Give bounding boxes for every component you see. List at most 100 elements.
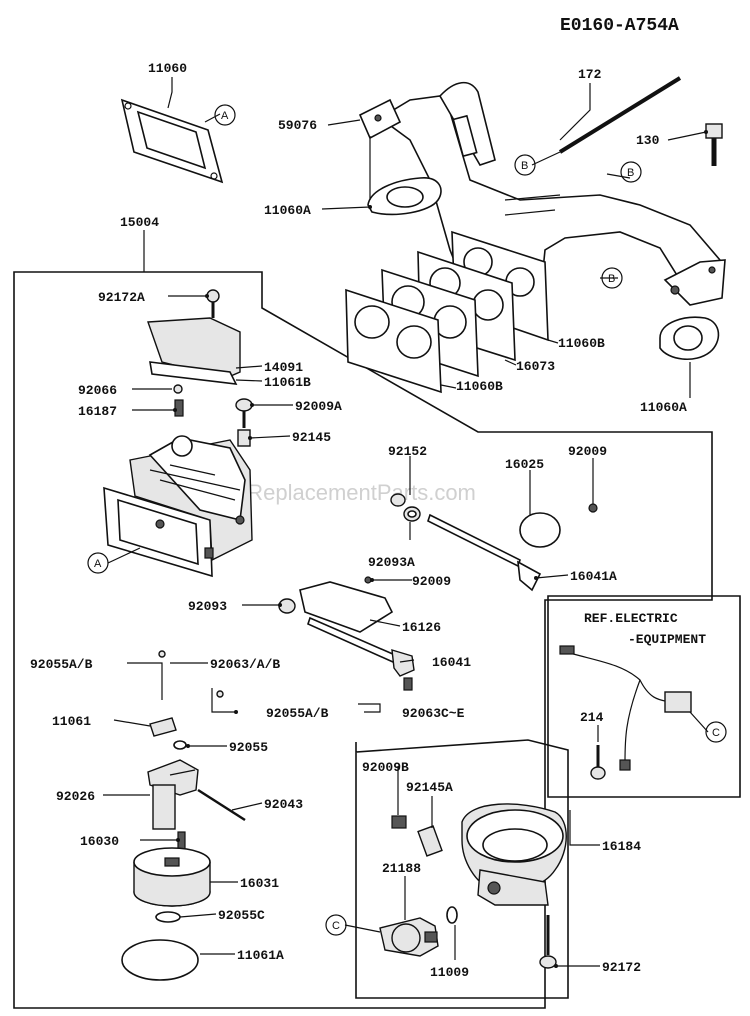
float-bowl-16031 <box>133 847 211 907</box>
label-16041A: 16041A <box>570 569 617 584</box>
cover-14091 <box>147 317 241 385</box>
callout-a-bottom: A <box>87 552 109 574</box>
stud-172 <box>558 76 682 154</box>
label-15004: 15004 <box>120 215 159 230</box>
callout-b-2: B <box>620 161 642 183</box>
label-92172: 92172 <box>602 960 641 975</box>
bushing-92152 <box>390 493 406 507</box>
float-92026 <box>147 759 199 830</box>
screw-92009A <box>235 398 253 428</box>
label-92055: 92055 <box>229 740 268 755</box>
gasket-11061 <box>149 717 177 737</box>
screw-92009-top <box>588 503 598 513</box>
label-11061B: 11061B <box>264 375 311 390</box>
label-14091: 14091 <box>264 360 303 375</box>
label-16073: 16073 <box>516 359 555 374</box>
screw-92063 <box>158 650 166 658</box>
label-11060B-1: 11060B <box>558 336 605 351</box>
label-92009A: 92009A <box>295 399 342 414</box>
ref-equipment-label: -EQUIPMENT <box>628 632 706 647</box>
svg-text:B: B <box>521 160 528 172</box>
leader-arrows <box>173 130 708 968</box>
label-16030: 16030 <box>80 834 119 849</box>
diagram-code: E0160-A754A <box>560 16 679 36</box>
screw-214 <box>590 745 606 780</box>
label-172: 172 <box>578 67 602 82</box>
bushing-92093A <box>403 506 421 522</box>
label-92009B: 92009B <box>362 760 409 775</box>
ring-92066 <box>173 384 183 394</box>
label-11061A: 11061A <box>237 948 284 963</box>
label-16025: 16025 <box>505 457 544 472</box>
leader-lines <box>103 77 709 967</box>
label-11061: 11061 <box>52 714 91 729</box>
label-16187: 16187 <box>78 404 117 419</box>
gasket-11060 <box>120 98 224 184</box>
label-21188: 21188 <box>382 861 421 876</box>
callout-b-1: B <box>514 154 536 176</box>
pin-92043 <box>197 788 246 822</box>
screw-92063CE <box>216 690 224 698</box>
jet-16187 <box>174 399 184 417</box>
valve-plate-16025 <box>519 512 561 548</box>
svg-text:A: A <box>221 110 229 122</box>
throttle-plate-16126 <box>299 581 394 633</box>
label-92172A: 92172A <box>98 290 145 305</box>
label-92063AB: 92063/A/B <box>210 657 280 672</box>
callout-a-top: A <box>214 104 236 126</box>
ref-electric-frame <box>547 595 741 798</box>
screw-92172A <box>206 289 220 318</box>
ring-92055 <box>173 740 187 750</box>
watermark: eReplacementParts.com <box>235 480 476 505</box>
label-92152: 92152 <box>388 444 427 459</box>
gasket-11060A-top <box>367 177 442 216</box>
svg-text:B: B <box>627 167 634 179</box>
label-92055AB-1: 92055A/B <box>30 657 93 672</box>
ref-electric-label: REF.ELECTRIC <box>584 611 678 626</box>
label-92055AB-2: 92055A/B <box>266 706 329 721</box>
label-16126: 16126 <box>402 620 441 635</box>
callout-b-3: B <box>601 267 623 289</box>
label-92093: 92093 <box>188 599 227 614</box>
label-11060A-top: 11060A <box>264 203 311 218</box>
solenoid-21188 <box>379 917 439 957</box>
label-16041: 16041 <box>432 655 471 670</box>
screw-92172 <box>539 915 557 969</box>
label-92145A: 92145A <box>406 780 453 795</box>
gasket-11060A-right <box>659 316 720 360</box>
label-92009-mid: 92009 <box>412 574 451 589</box>
svg-text:C: C <box>332 920 340 932</box>
label-130: 130 <box>636 133 660 148</box>
carburetor-assembly-frame <box>13 271 713 1009</box>
shaft-16041A <box>427 513 542 592</box>
sub-assembly-frame <box>355 739 569 999</box>
solenoid-harness <box>559 645 692 771</box>
svg-text:B: B <box>608 273 615 285</box>
label-92063CE: 92063C~E <box>402 706 465 721</box>
svg-text:A: A <box>94 558 102 570</box>
label-92145: 92145 <box>292 430 331 445</box>
gasket-11009 <box>446 906 458 924</box>
label-92093A: 92093A <box>368 555 415 570</box>
label-11060A-right: 11060A <box>640 400 687 415</box>
svg-text:C: C <box>712 727 720 739</box>
label-16031: 16031 <box>240 876 279 891</box>
label-92009-top: 92009 <box>568 444 607 459</box>
screw-92009B <box>391 815 407 829</box>
label-92043: 92043 <box>264 797 303 812</box>
callout-c-right: C <box>705 721 727 743</box>
label-92055C: 92055C <box>218 908 265 923</box>
label-11060B-2: 11060B <box>456 379 503 394</box>
label-11009: 11009 <box>430 965 469 980</box>
label-214: 214 <box>580 710 604 725</box>
label-16184: 16184 <box>602 839 641 854</box>
label-92026: 92026 <box>56 789 95 804</box>
spacer-gasket-stack <box>345 230 549 394</box>
throttle-shaft-16041 <box>307 616 415 691</box>
callout-c-bottom: C <box>325 914 347 936</box>
label-59076: 59076 <box>278 118 317 133</box>
spring-92145A <box>417 825 443 857</box>
o-ring-11061A <box>121 939 199 981</box>
bolt-130 <box>705 123 723 166</box>
